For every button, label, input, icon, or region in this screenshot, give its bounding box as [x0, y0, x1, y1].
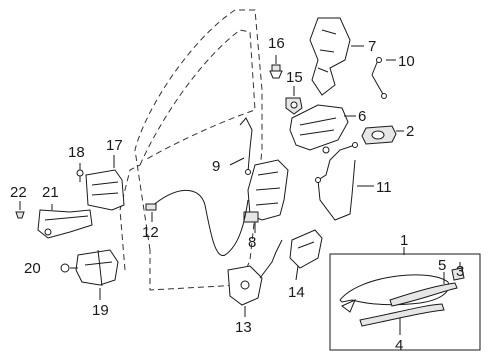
callout-11: 11: [376, 179, 392, 196]
part-18-screw: [76, 169, 84, 182]
part-7-bracket: [309, 17, 351, 96]
part-13-actuator: [227, 239, 283, 306]
callout-9: 9: [212, 158, 220, 175]
part-10-rod: [371, 57, 387, 99]
part-2-lock-cylinder: [361, 125, 397, 145]
part-8-latch: [243, 159, 289, 223]
callout-16: 16: [268, 35, 285, 52]
part-11-cable: [315, 142, 358, 221]
part-22-bolt: [15, 211, 25, 219]
callout-19: 19: [92, 302, 109, 319]
callout-4: 4: [395, 337, 403, 354]
part-16-screw: [269, 64, 283, 79]
callout-18: 18: [68, 144, 85, 161]
callout-3: 3: [456, 263, 464, 280]
part-1-inset: [329, 253, 481, 351]
part-6-handle-carrier: [289, 104, 349, 154]
callout-6: 6: [358, 108, 366, 125]
part-20-bolt: [60, 263, 70, 273]
callout-20: 20: [24, 260, 41, 277]
callout-17: 17: [106, 137, 123, 154]
callout-8: 8: [248, 234, 256, 251]
callout-22: 22: [10, 184, 27, 201]
callout-1: 1: [400, 232, 408, 249]
door-outline: [119, 9, 263, 291]
part-14-bracket: [289, 229, 323, 269]
part-19-hinge: [75, 249, 119, 287]
part-21-check-strap: [37, 209, 93, 239]
callout-7: 7: [368, 38, 376, 55]
callout-10: 10: [398, 53, 415, 70]
callout-15: 15: [286, 69, 303, 86]
callout-14: 14: [288, 284, 305, 301]
leader-lines: [19, 45, 461, 335]
part-9-cable: [239, 117, 253, 175]
callout-5: 5: [438, 257, 446, 274]
part-12-cable: [145, 189, 249, 256]
callout-13: 13: [235, 319, 252, 336]
callout-21: 21: [42, 184, 59, 201]
callout-2: 2: [406, 123, 414, 140]
callout-12: 12: [142, 224, 159, 241]
part-17-bracket: [85, 169, 125, 211]
part-15-clip: [285, 97, 303, 115]
